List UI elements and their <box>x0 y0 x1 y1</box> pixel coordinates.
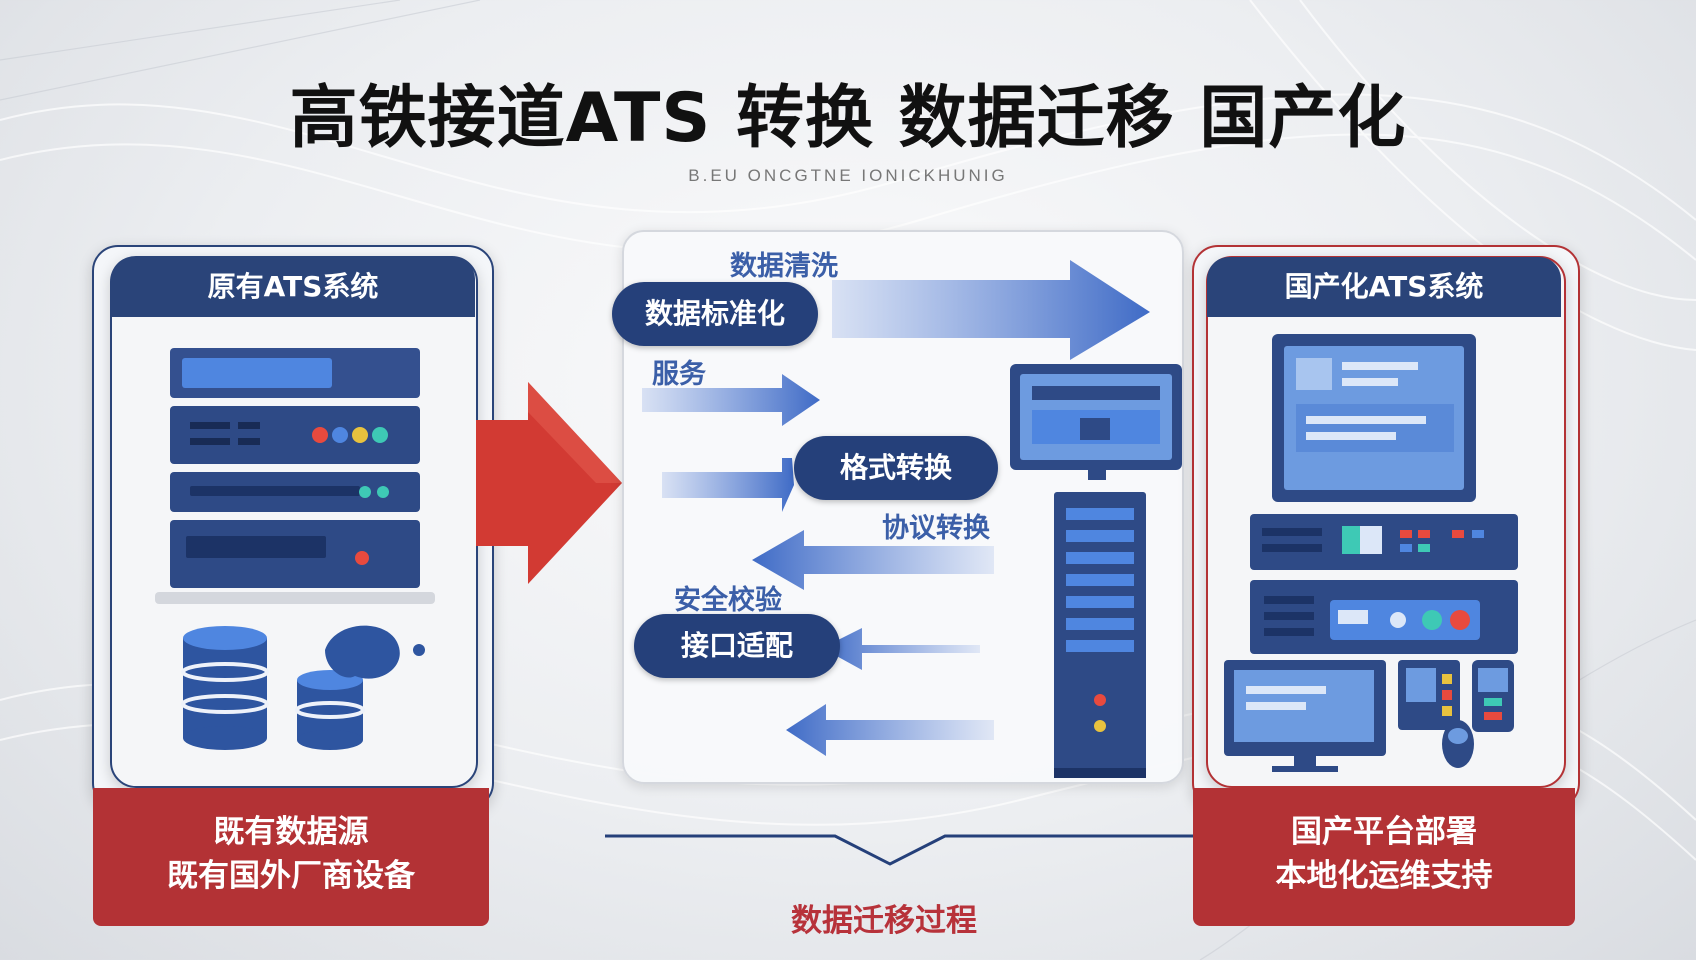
step-data-cleaning: 数据清洗 <box>730 251 838 282</box>
step-service: 服务 <box>652 359 706 390</box>
legacy-server-rack-icon <box>155 348 435 604</box>
arrow-right-large <box>832 260 1150 360</box>
process-caption: 数据迁移过程 <box>791 903 977 939</box>
legacy-panel-header: 原有ATS系统 <box>111 257 475 317</box>
step-protocol-conversion: 协议转换 <box>882 513 990 544</box>
migration-server-icon <box>1010 364 1182 778</box>
step-interface-adaptation: 接口适配 <box>634 614 840 678</box>
domestic-footer-line1: 国产平台部署 <box>1291 814 1477 850</box>
arrow-right-1 <box>642 374 820 426</box>
page-title: 高铁接道ATS 转换 数据迁移 国产化 <box>289 79 1407 158</box>
domestic-footer-line2: 本地化运维支持 <box>1275 858 1493 894</box>
legacy-footer-line1: 既有数据源 <box>213 814 369 850</box>
process-bracket <box>605 834 1195 866</box>
domestic-panel-footer: 国产平台部署 本地化运维支持 <box>1193 788 1575 926</box>
arrow-left-1 <box>752 530 994 590</box>
arrow-left-2 <box>822 628 980 670</box>
domestic-equipment-icon <box>1224 334 1518 772</box>
step-data-standardization: 数据标准化 <box>612 282 818 346</box>
arrow-right-2 <box>662 458 794 512</box>
domestic-panel-header: 国产化ATS系统 <box>1207 257 1561 317</box>
page-subtitle: B.EU ONCGTNE IONICKHUNIG <box>688 166 1008 185</box>
legacy-panel-footer: 既有数据源 既有国外厂商设备 <box>93 788 489 926</box>
legacy-database-icon <box>181 625 425 750</box>
step-security-check: 安全校验 <box>674 585 782 616</box>
step-format-conversion: 格式转换 <box>794 436 998 500</box>
arrow-left-3 <box>786 704 994 756</box>
process-arrows <box>642 260 1182 778</box>
migration-arrow-icon <box>476 382 622 584</box>
legacy-footer-line2: 既有国外厂商设备 <box>167 858 415 894</box>
